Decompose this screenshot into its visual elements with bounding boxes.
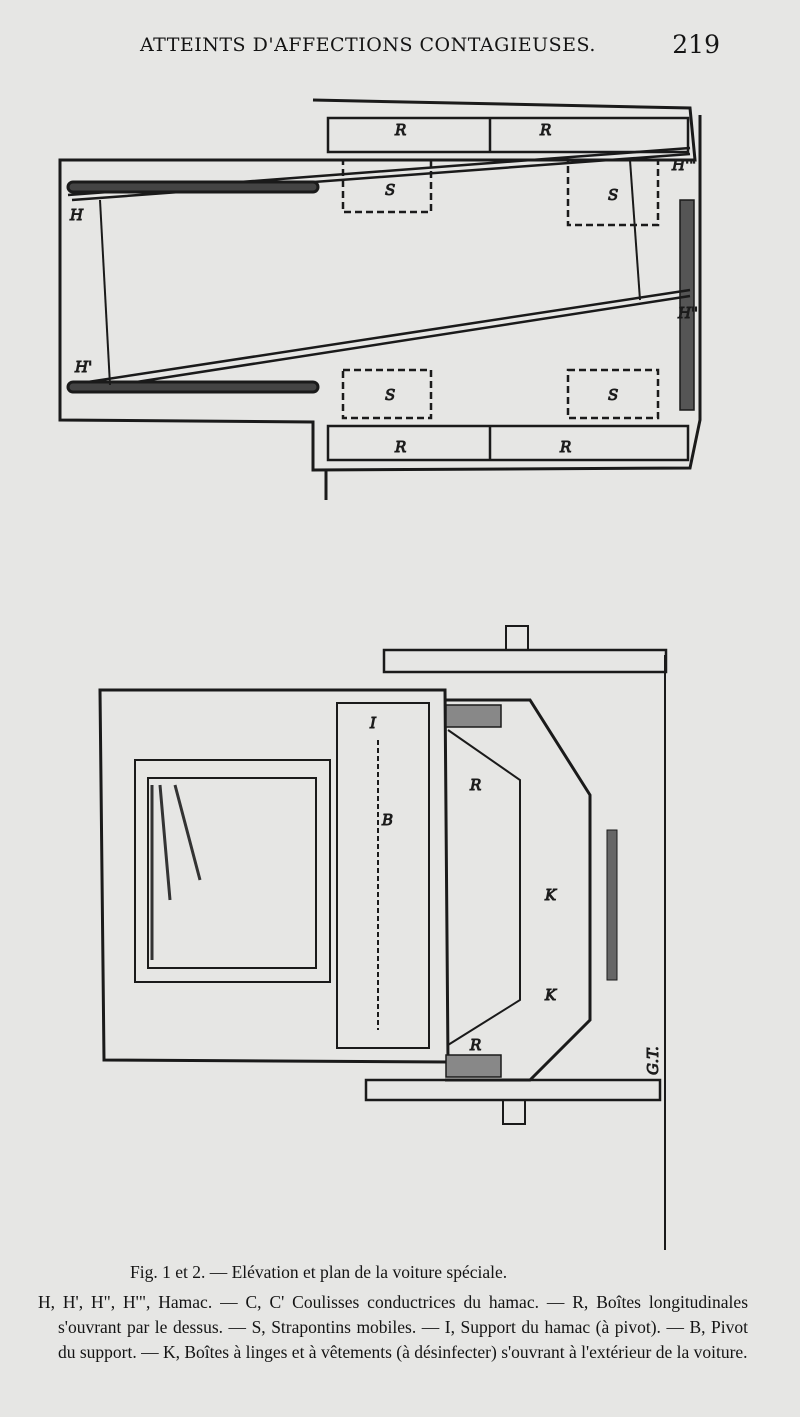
figure-caption: Fig. 1 et 2. — Elévation et plan de la v…	[130, 1262, 508, 1282]
running-title: ATTEINTS D'AFFECTIONS CONTAGIEUSES.	[140, 34, 596, 56]
label-r: R	[559, 438, 571, 456]
label-r: R	[394, 121, 406, 139]
page-number: 219	[672, 30, 720, 59]
vehicle-plan-drawing	[58, 98, 702, 500]
label-r: R	[469, 776, 481, 794]
label-i: I	[369, 714, 377, 732]
label-r: R	[469, 1036, 481, 1054]
figure-1-plan: R R R R S S S S H H' H" H'" I B K K R R …	[58, 98, 702, 1250]
label-k: K	[544, 986, 557, 1004]
label-h: H	[69, 206, 84, 224]
label-k: K	[544, 886, 557, 904]
label-s: S	[608, 386, 618, 404]
label-b: B	[381, 811, 393, 829]
label-h-double-prime: H"	[677, 304, 698, 322]
label-s: S	[385, 181, 395, 199]
label-h-prime: H'	[74, 358, 92, 376]
label-s: S	[385, 386, 395, 404]
label-s: S	[608, 186, 618, 204]
label-h-triple-prime: H'"	[671, 156, 696, 174]
engraver-mark: G.T.	[644, 1046, 662, 1075]
vehicle-elevation-drawing	[98, 625, 668, 1250]
figure-legend: H, H', H", H'", Hamac. — C, C' Coulisses…	[38, 1292, 748, 1362]
running-header: ATTEINTS D'AFFECTIONS CONTAGIEUSES. 219	[140, 30, 720, 64]
label-r: R	[539, 121, 551, 139]
label-r: R	[394, 438, 406, 456]
